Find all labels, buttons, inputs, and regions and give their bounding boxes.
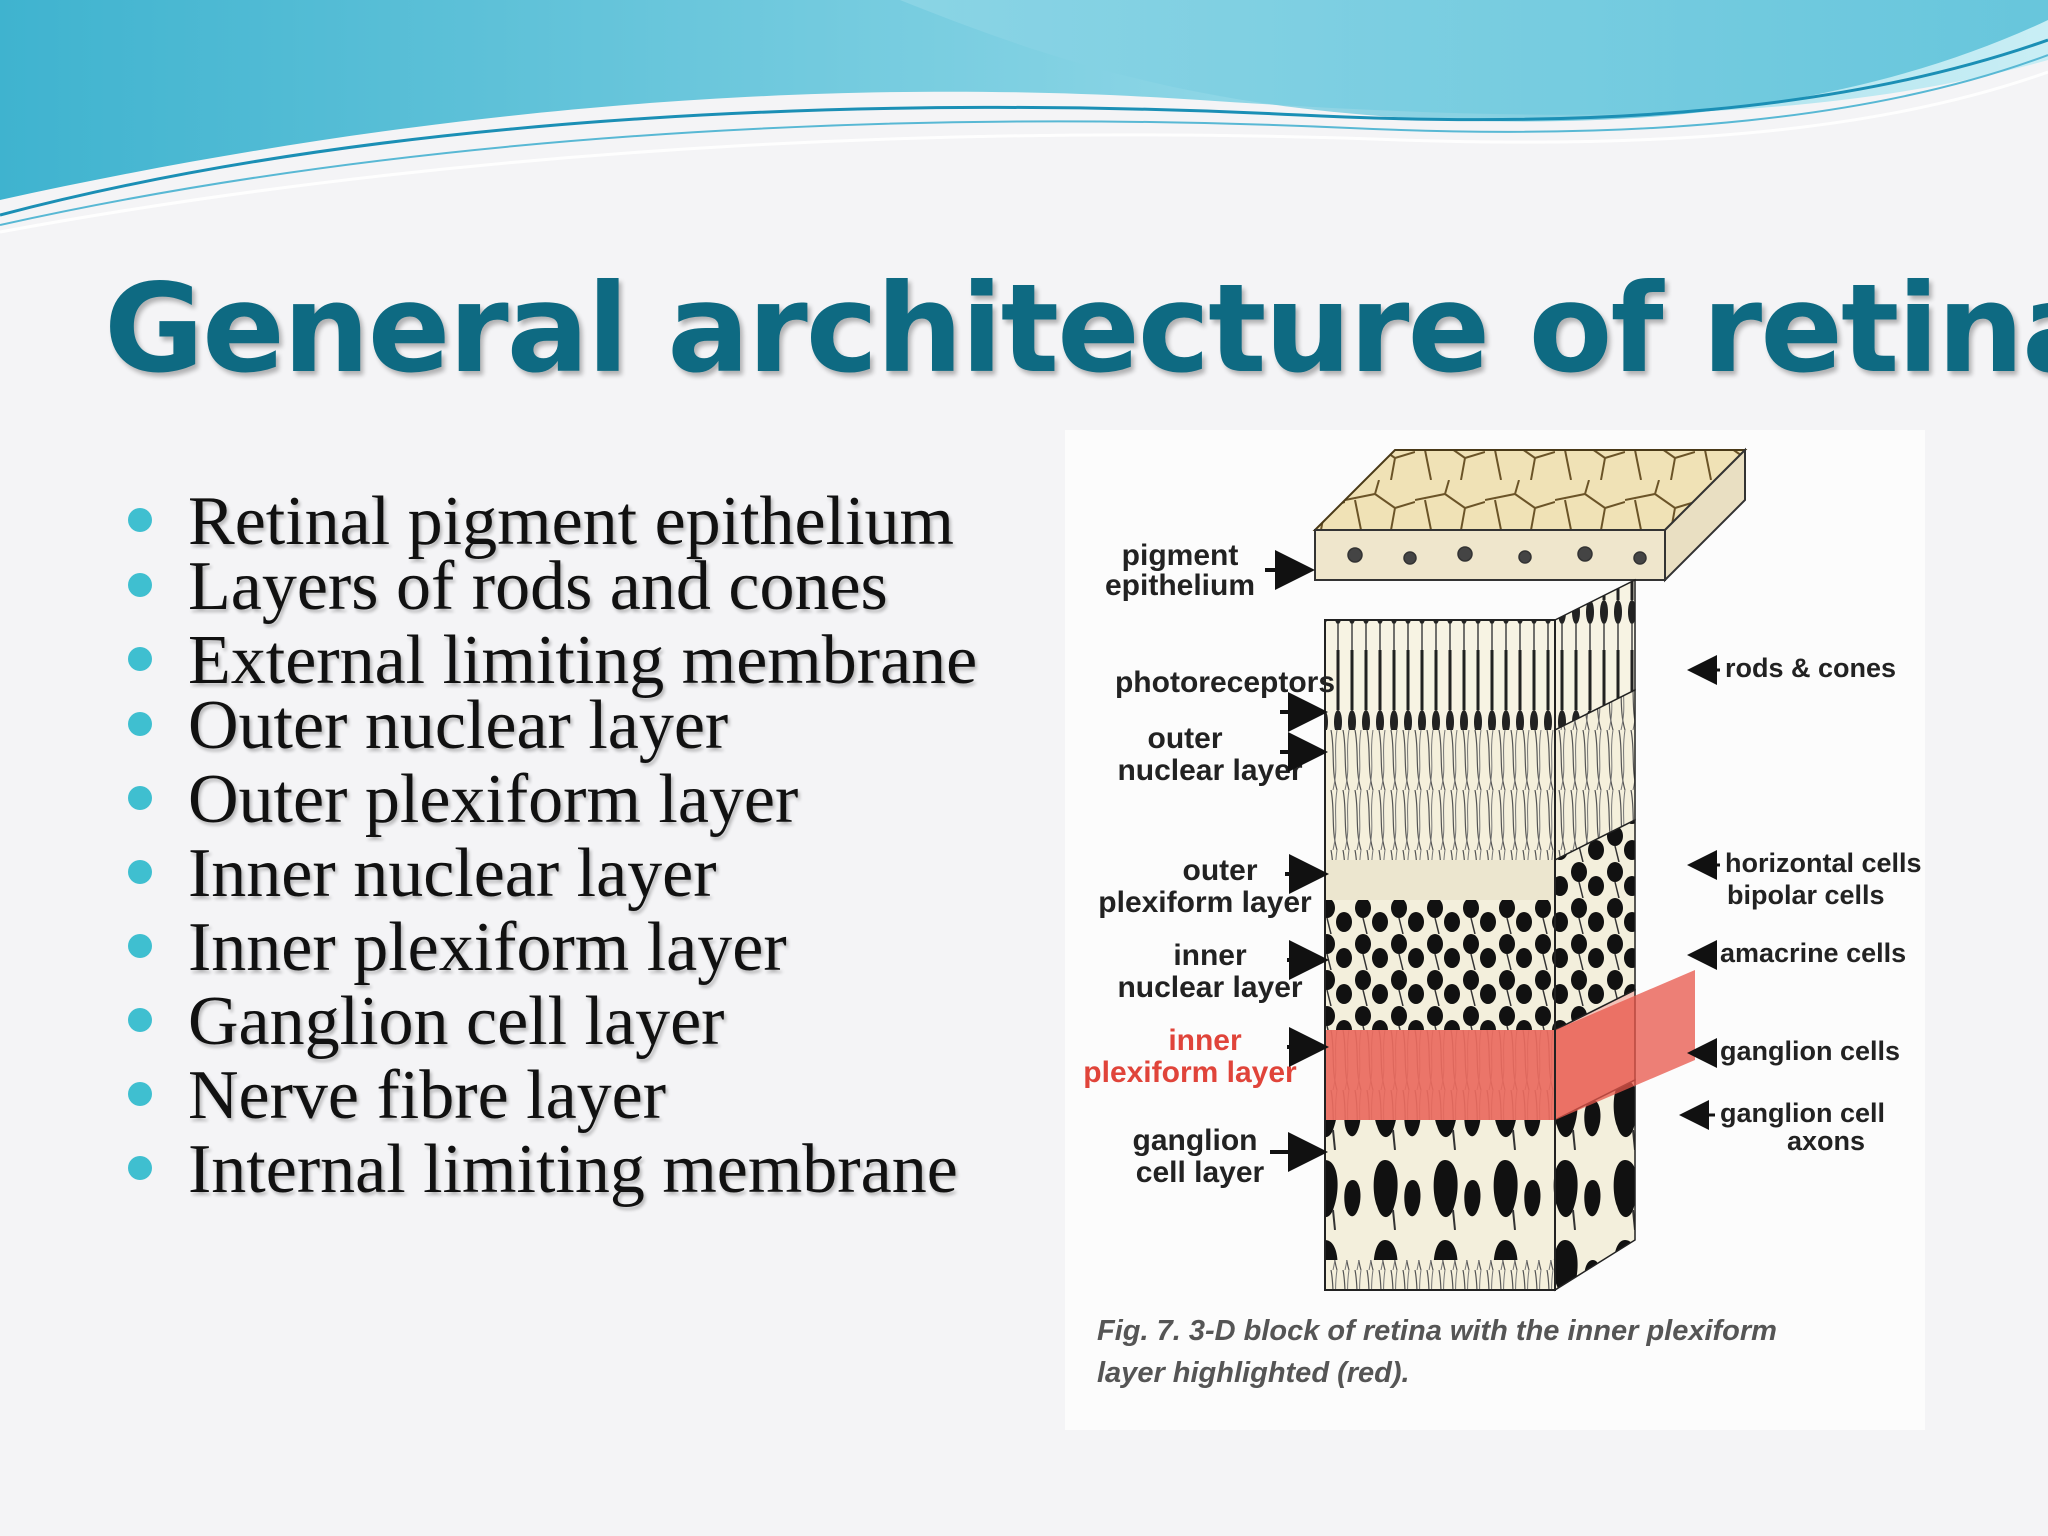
bullet-dot-icon xyxy=(128,1156,152,1180)
header-wave-decoration xyxy=(0,0,2048,234)
bullet-dot-icon xyxy=(128,573,152,597)
bullet-text: Outer nuclear layer xyxy=(188,687,729,764)
bullet-dot-icon xyxy=(128,508,152,532)
label-axons-2: axons xyxy=(1787,1126,1865,1156)
label-inl-1: inner xyxy=(1173,939,1247,972)
bullet-item-ipl: Inner plexiform layer xyxy=(126,909,1026,986)
ipl-highlight-band xyxy=(1325,970,1695,1120)
bullet-list: Retinal pigment epithelium Layers of rod… xyxy=(126,483,1026,1208)
bullet-text: Inner nuclear layer xyxy=(188,835,717,912)
bullet-text: Outer plexiform layer xyxy=(188,761,799,838)
bullet-item-opl: Outer plexiform layer xyxy=(126,761,1026,838)
label-ipl-2: plexiform layer xyxy=(1083,1056,1297,1089)
label-ganglion-cells: ganglion cells xyxy=(1720,1036,1900,1066)
bullet-item-gcl: Ganglion cell layer xyxy=(126,983,1026,1060)
label-opl-2: plexiform layer xyxy=(1098,886,1312,919)
bullet-text: Ganglion cell layer xyxy=(188,983,725,1060)
label-amacrine: amacrine cells xyxy=(1720,938,1906,968)
slide-title: General architecture of retina xyxy=(104,258,2048,400)
label-bipolar: bipolar cells xyxy=(1727,880,1885,910)
bullet-dot-icon xyxy=(128,647,152,671)
label-inl-2: nuclear layer xyxy=(1117,971,1302,1004)
label-ipl-1: inner xyxy=(1168,1024,1242,1057)
bullet-text: Nerve fibre layer xyxy=(188,1057,667,1134)
label-opl-1: outer xyxy=(1183,854,1258,887)
label-rods-cones: rods & cones xyxy=(1725,653,1896,683)
bullet-text: External limiting membrane xyxy=(188,622,978,699)
bullet-item-ilm: Internal limiting membrane xyxy=(126,1131,1026,1208)
bullet-item-onl: Outer nuclear layer xyxy=(126,687,1026,764)
label-pigment-2: epithelium xyxy=(1105,569,1255,602)
figure-caption-line1: Fig. 7. 3-D block of retina with the inn… xyxy=(1097,1315,1777,1347)
label-onl-1: outer xyxy=(1148,722,1223,755)
bullet-dot-icon xyxy=(128,934,152,958)
bullet-text: Retinal pigment epithelium xyxy=(188,483,954,560)
bullet-dot-icon xyxy=(128,1008,152,1032)
label-gcl-2: cell layer xyxy=(1136,1156,1265,1189)
label-onl-2: nuclear layer xyxy=(1117,754,1302,787)
bullet-text: Internal limiting membrane xyxy=(188,1131,958,1208)
bullet-text: Inner plexiform layer xyxy=(188,909,787,986)
bullet-dot-icon xyxy=(128,1082,152,1106)
label-horizontal: horizontal cells xyxy=(1725,848,1922,878)
bullet-item-rpe: Retinal pigment epithelium xyxy=(126,483,1026,560)
label-pigment-1: pigment xyxy=(1122,539,1239,572)
bullet-dot-icon xyxy=(128,786,152,810)
label-axons-1: ganglion cell xyxy=(1720,1098,1885,1128)
bullet-dot-icon xyxy=(128,860,152,884)
label-photoreceptors: photoreceptors xyxy=(1115,666,1335,699)
bullet-item-nfl: Nerve fibre layer xyxy=(126,1057,1026,1134)
bullet-item-elm: External limiting membrane xyxy=(126,622,1026,699)
bullet-dot-icon xyxy=(128,712,152,736)
bullet-item-inl: Inner nuclear layer xyxy=(126,835,1026,912)
retina-block-figure: pigment epithelium photoreceptors outer … xyxy=(1065,430,1925,1430)
bullet-text: Layers of rods and cones xyxy=(188,548,888,625)
figure-caption-line2: layer highlighted (red). xyxy=(1097,1357,1410,1389)
label-gcl-1: ganglion xyxy=(1133,1124,1258,1157)
bullet-item-rods-cones: Layers of rods and cones xyxy=(126,548,1026,625)
